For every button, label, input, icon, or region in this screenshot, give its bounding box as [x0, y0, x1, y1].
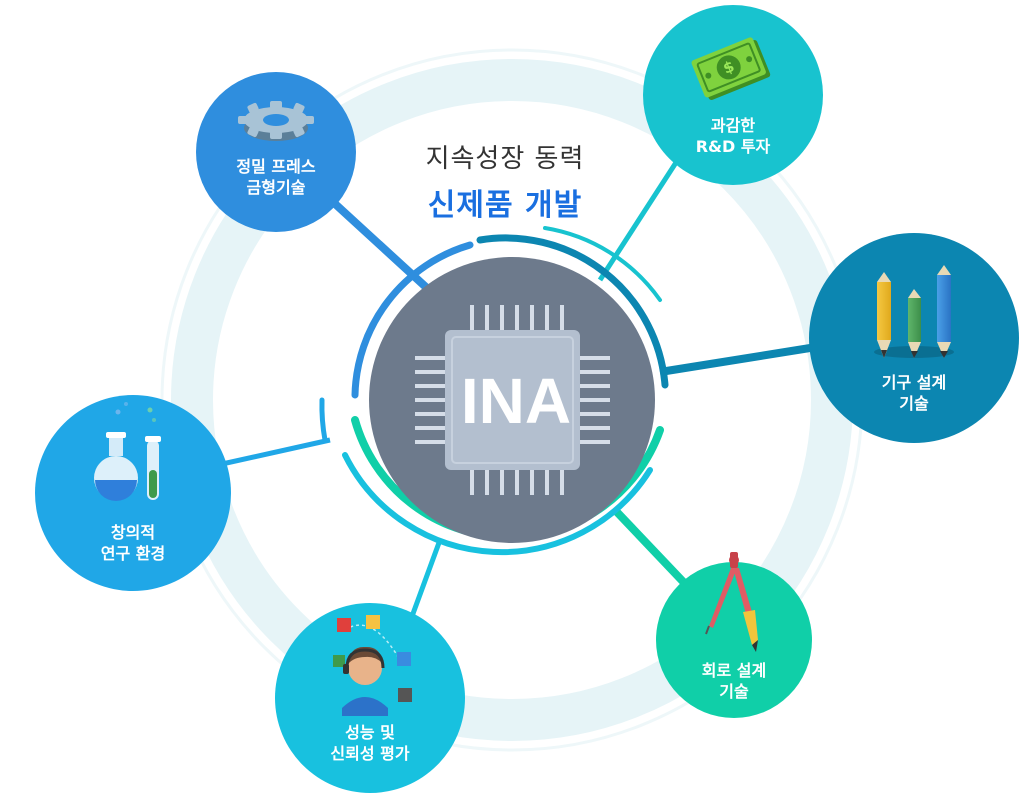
- node-label-line1: 과감한: [710, 116, 756, 135]
- node-label-line2: 기술: [719, 682, 749, 701]
- node-label-circuit-design: 회로 설계 기술: [664, 660, 804, 702]
- arc-bottom-outer: [342, 452, 653, 556]
- heading-line2: 신제품 개발: [427, 188, 583, 223]
- chip-body: [445, 330, 580, 470]
- node-circles: [35, 5, 1019, 793]
- heading-line1: 지속성장 동력: [425, 144, 585, 174]
- chip-icon: [415, 305, 610, 495]
- node-circle-rnd-invest: [643, 5, 823, 185]
- center-label: INA: [461, 365, 571, 437]
- gear-icon: [238, 101, 314, 141]
- pencils-icon: [874, 265, 954, 358]
- center-arcs: [319, 226, 669, 556]
- flask-icon: [94, 402, 161, 501]
- arc-left-small: [319, 397, 328, 443]
- node-label-press-mold: 정밀 프레스 금형기술: [206, 156, 346, 198]
- arc-thin-top: [543, 226, 662, 302]
- arc-left-top: [351, 241, 474, 399]
- engineer-icon: [333, 615, 412, 716]
- arc-right-top: [476, 234, 669, 389]
- node-circle-research-env: [35, 395, 231, 591]
- node-circle-circuit-design: [656, 562, 812, 718]
- node-label-line1: 기구 설계: [881, 373, 947, 392]
- money-icon: $: [691, 37, 771, 101]
- node-label-reliability: 성능 및 신뢰성 평가: [300, 722, 440, 764]
- node-label-line1: 성능 및: [345, 723, 395, 742]
- node-label-line2: R&D 투자: [695, 137, 771, 156]
- node-label-line2: 금형기술: [246, 178, 306, 197]
- node-label-line2: 신뢰성 평가: [330, 744, 410, 763]
- node-label-line1: 정밀 프레스: [236, 157, 316, 176]
- node-label-tool-design: 기구 설계 기술: [844, 372, 984, 414]
- compass-icon: [705, 552, 758, 652]
- node-label-line1: 회로 설계: [701, 661, 767, 680]
- node-label-rnd-invest: 과감한 R&D 투자: [663, 115, 803, 157]
- node-label-research-env: 창의적 연구 환경: [63, 522, 203, 564]
- node-label-line2: 연구 환경: [100, 544, 166, 563]
- node-circle-press-mold: [196, 72, 356, 232]
- node-label-line1: 창의적: [110, 523, 156, 542]
- node-label-line2: 기술: [899, 394, 929, 413]
